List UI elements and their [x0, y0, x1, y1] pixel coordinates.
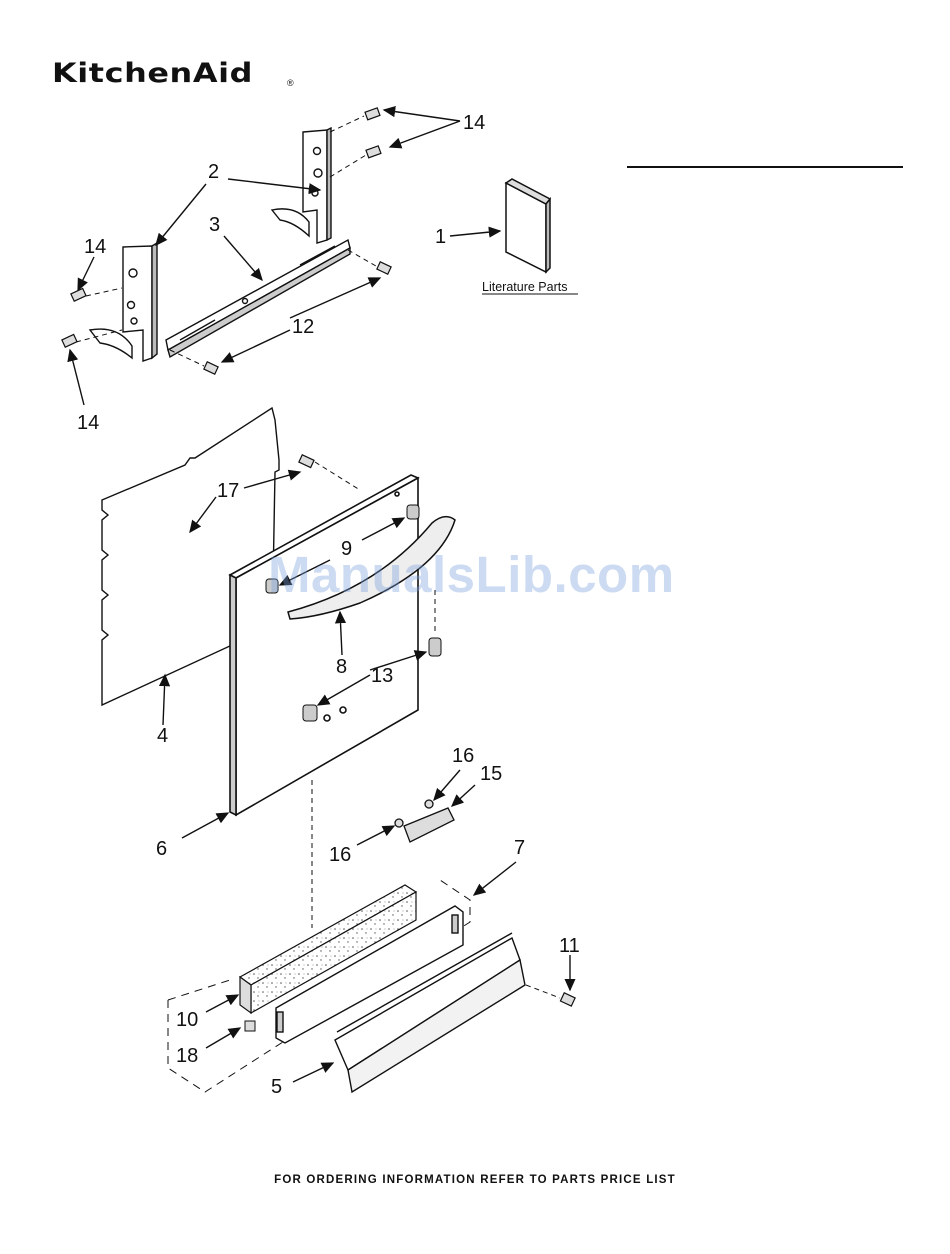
callout-14-top: 14	[463, 112, 485, 134]
callout-7: 7	[514, 837, 525, 859]
callout-3: 3	[209, 214, 220, 236]
callout-6: 6	[156, 838, 167, 860]
callout-12: 12	[292, 316, 314, 338]
callout-1: 1	[435, 226, 446, 248]
callout-16-top: 16	[452, 745, 474, 767]
upper-left-bracket	[90, 243, 157, 361]
callout-8: 8	[336, 656, 347, 678]
badge-nameplate	[395, 800, 454, 842]
ordering-footer: FOR ORDERING INFORMATION REFER TO PARTS …	[0, 1174, 950, 1186]
callout-13: 13	[371, 665, 393, 687]
clip	[245, 1021, 255, 1031]
callout-15: 15	[480, 763, 502, 785]
callout-4: 4	[157, 725, 168, 747]
literature-book	[506, 179, 550, 272]
literature-parts-label: Literature Parts	[482, 280, 567, 294]
callout-16-left: 16	[329, 844, 351, 866]
callout-14-left: 14	[84, 236, 106, 258]
callout-11: 11	[559, 935, 580, 957]
callout-14-bottom: 14	[77, 412, 99, 434]
long-brace	[166, 240, 350, 357]
watermark: ManualsLib.com	[268, 545, 675, 604]
callout-2: 2	[208, 161, 219, 183]
callout-17: 17	[217, 480, 239, 502]
callout-18: 18	[176, 1045, 198, 1067]
callout-10: 10	[176, 1009, 198, 1031]
callout-5: 5	[271, 1076, 282, 1098]
